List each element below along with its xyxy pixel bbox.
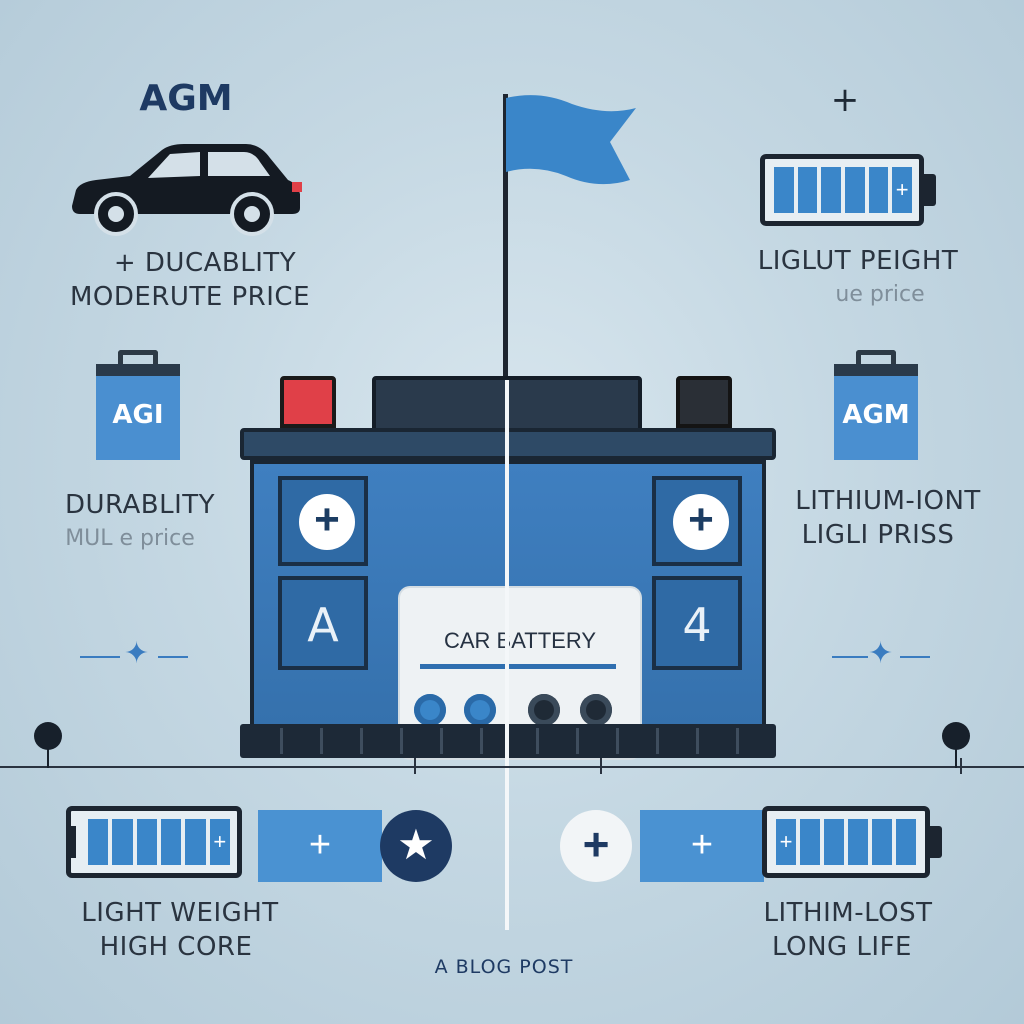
split-divider (505, 380, 509, 930)
left-top-feature-2: MODERUTE PRICE (69, 282, 311, 312)
right-top-feature-2: ue price (835, 282, 925, 307)
car-icon (72, 144, 302, 236)
indicator-dot (464, 694, 496, 726)
battery-icon: + (66, 806, 250, 878)
plus-square: + (640, 810, 764, 882)
agm-heading: AGM (139, 78, 233, 119)
indicator-dot (528, 694, 560, 726)
bottom-left-feature-2: HIGH CORE (99, 932, 253, 962)
timeline-tick (960, 758, 962, 774)
indicator-dot (414, 694, 446, 726)
bottom-right-feature-1: LITHIM-LOST (763, 898, 933, 928)
flag-pole (503, 94, 508, 380)
bottom-left-feature-1: LIGHT WEIGHT (81, 898, 279, 928)
left-mid-feature-1: DURABLITY (64, 490, 216, 520)
plus-icon: + (299, 494, 355, 550)
plus-icon: + (776, 819, 796, 865)
plus-icon: + (892, 167, 913, 213)
battery-letter-right: 4 (682, 598, 712, 652)
star-icon: ★ (380, 810, 452, 882)
positive-terminal (280, 376, 336, 428)
plus-icon: + (830, 80, 860, 120)
blog-post-label: A BLOG POST (434, 956, 574, 978)
star-icon: ✦ (124, 637, 150, 670)
divider-line (158, 656, 188, 658)
left-top-feature-1: + DUCABLITY (113, 248, 297, 278)
can-label: AGI (112, 400, 164, 430)
can-label: AGM (842, 400, 910, 430)
plus-icon: + (673, 494, 729, 550)
divider-line (80, 656, 120, 658)
battery-icon: + (762, 806, 944, 878)
label-bar (420, 664, 616, 669)
plus-icon: + (209, 819, 230, 865)
pin-icon (34, 722, 62, 750)
timeline-line (0, 766, 1024, 768)
battery-letter-left: A (307, 598, 339, 652)
battery-icon: + (760, 154, 940, 226)
indicator-dot (580, 694, 612, 726)
flag-icon (506, 95, 636, 185)
pin-stem (955, 748, 957, 768)
bottom-right-feature-2: LONG LIFE (772, 932, 912, 962)
agm-can-icon: AGI (96, 350, 180, 460)
pin-stem (47, 748, 49, 768)
right-mid-feature-2: LIGLI PRISS (801, 520, 955, 550)
battery-title: CAR BATTERY (444, 628, 596, 653)
divider-line (900, 656, 930, 658)
star-icon: ✦ (868, 637, 894, 670)
right-mid-feature-1: LITHIUM-IONT (795, 486, 981, 516)
plus-square: + (258, 810, 382, 882)
right-top-feature-1: LIGLUT PEIGHT (757, 246, 959, 276)
timeline-tick (414, 758, 416, 774)
left-mid-feature-2: MUL e price (65, 526, 195, 551)
divider-line (832, 656, 868, 658)
negative-terminal (676, 376, 732, 428)
pin-icon (942, 722, 970, 750)
agm-can-icon: AGM (834, 350, 918, 460)
plus-icon: + (560, 810, 632, 882)
timeline-tick (600, 758, 602, 774)
